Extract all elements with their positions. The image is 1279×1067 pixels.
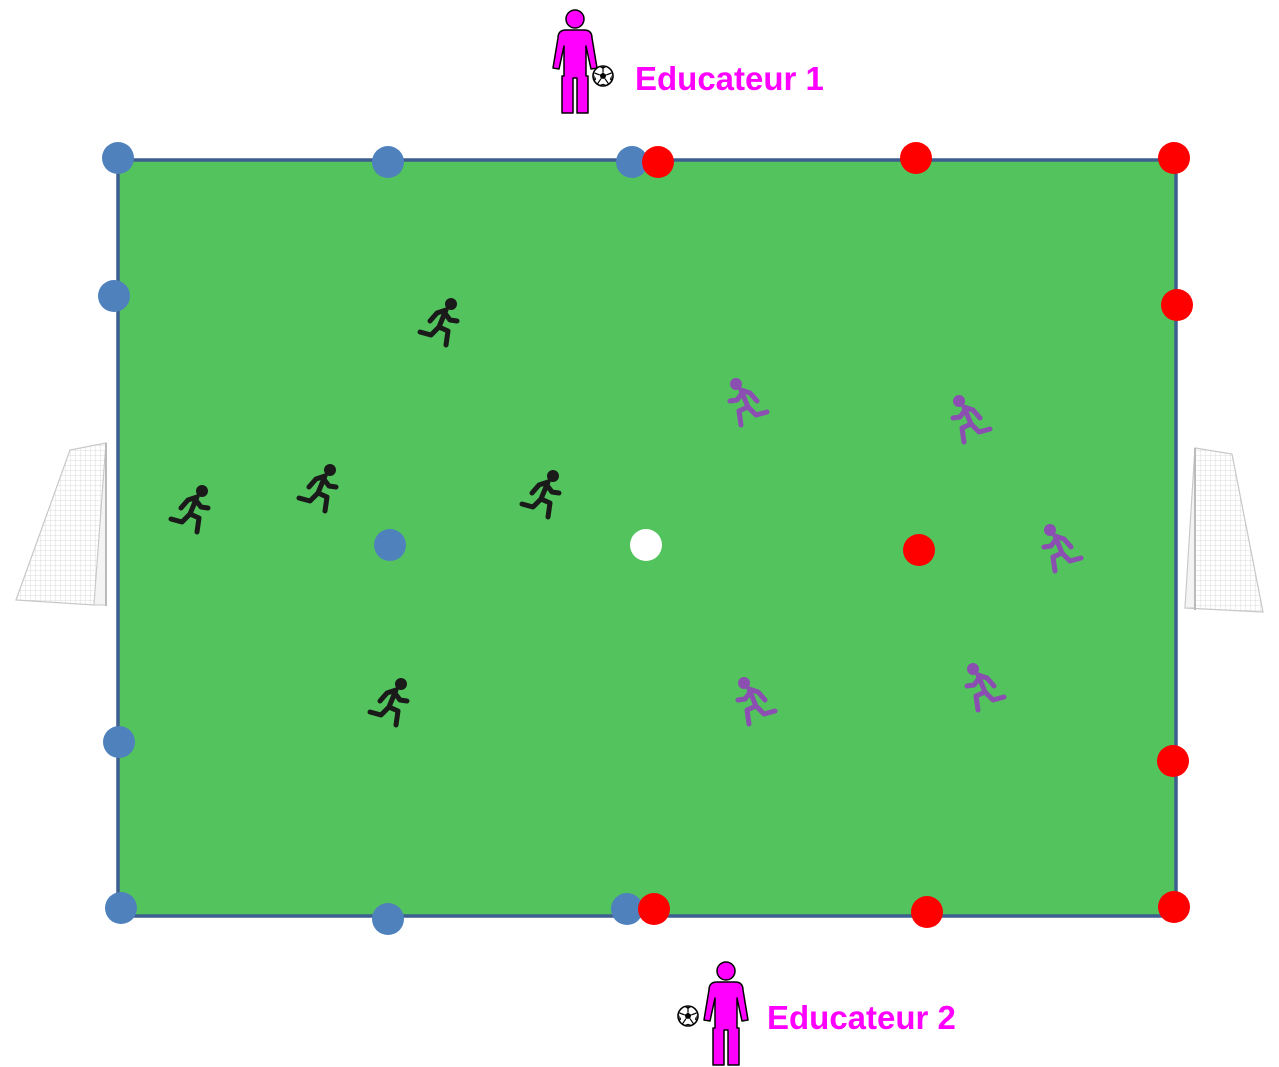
blue-cone [103,726,135,758]
red-cone [638,893,670,925]
coach-1: Educateur 1 [553,10,824,113]
red-cone [903,534,935,566]
coach-2-label: Educateur 2 [767,999,956,1036]
coach-1-label: Educateur 1 [635,60,824,97]
blue-cone [105,892,137,924]
blue-cone [372,146,404,178]
blue-cone [374,529,406,561]
coach-2: Educateur 2 [678,962,956,1065]
red-cone [1158,891,1190,923]
red-cone [642,146,674,178]
blue-cone [102,142,134,174]
coach-with-ball-icon [704,962,748,1065]
blue-cone [372,903,404,935]
ball [630,529,662,561]
red-cone [900,142,932,174]
goal-net-icon-right [1185,448,1263,612]
goal-net-icon-left [16,443,106,606]
coach-with-ball-icon [553,10,597,113]
red-cone [1161,289,1193,321]
red-cone [911,896,943,928]
red-cone [1158,142,1190,174]
red-cone [1157,745,1189,777]
soccer-ball-icon [593,66,613,86]
soccer-ball-icon [678,1006,698,1026]
blue-cone [98,280,130,312]
